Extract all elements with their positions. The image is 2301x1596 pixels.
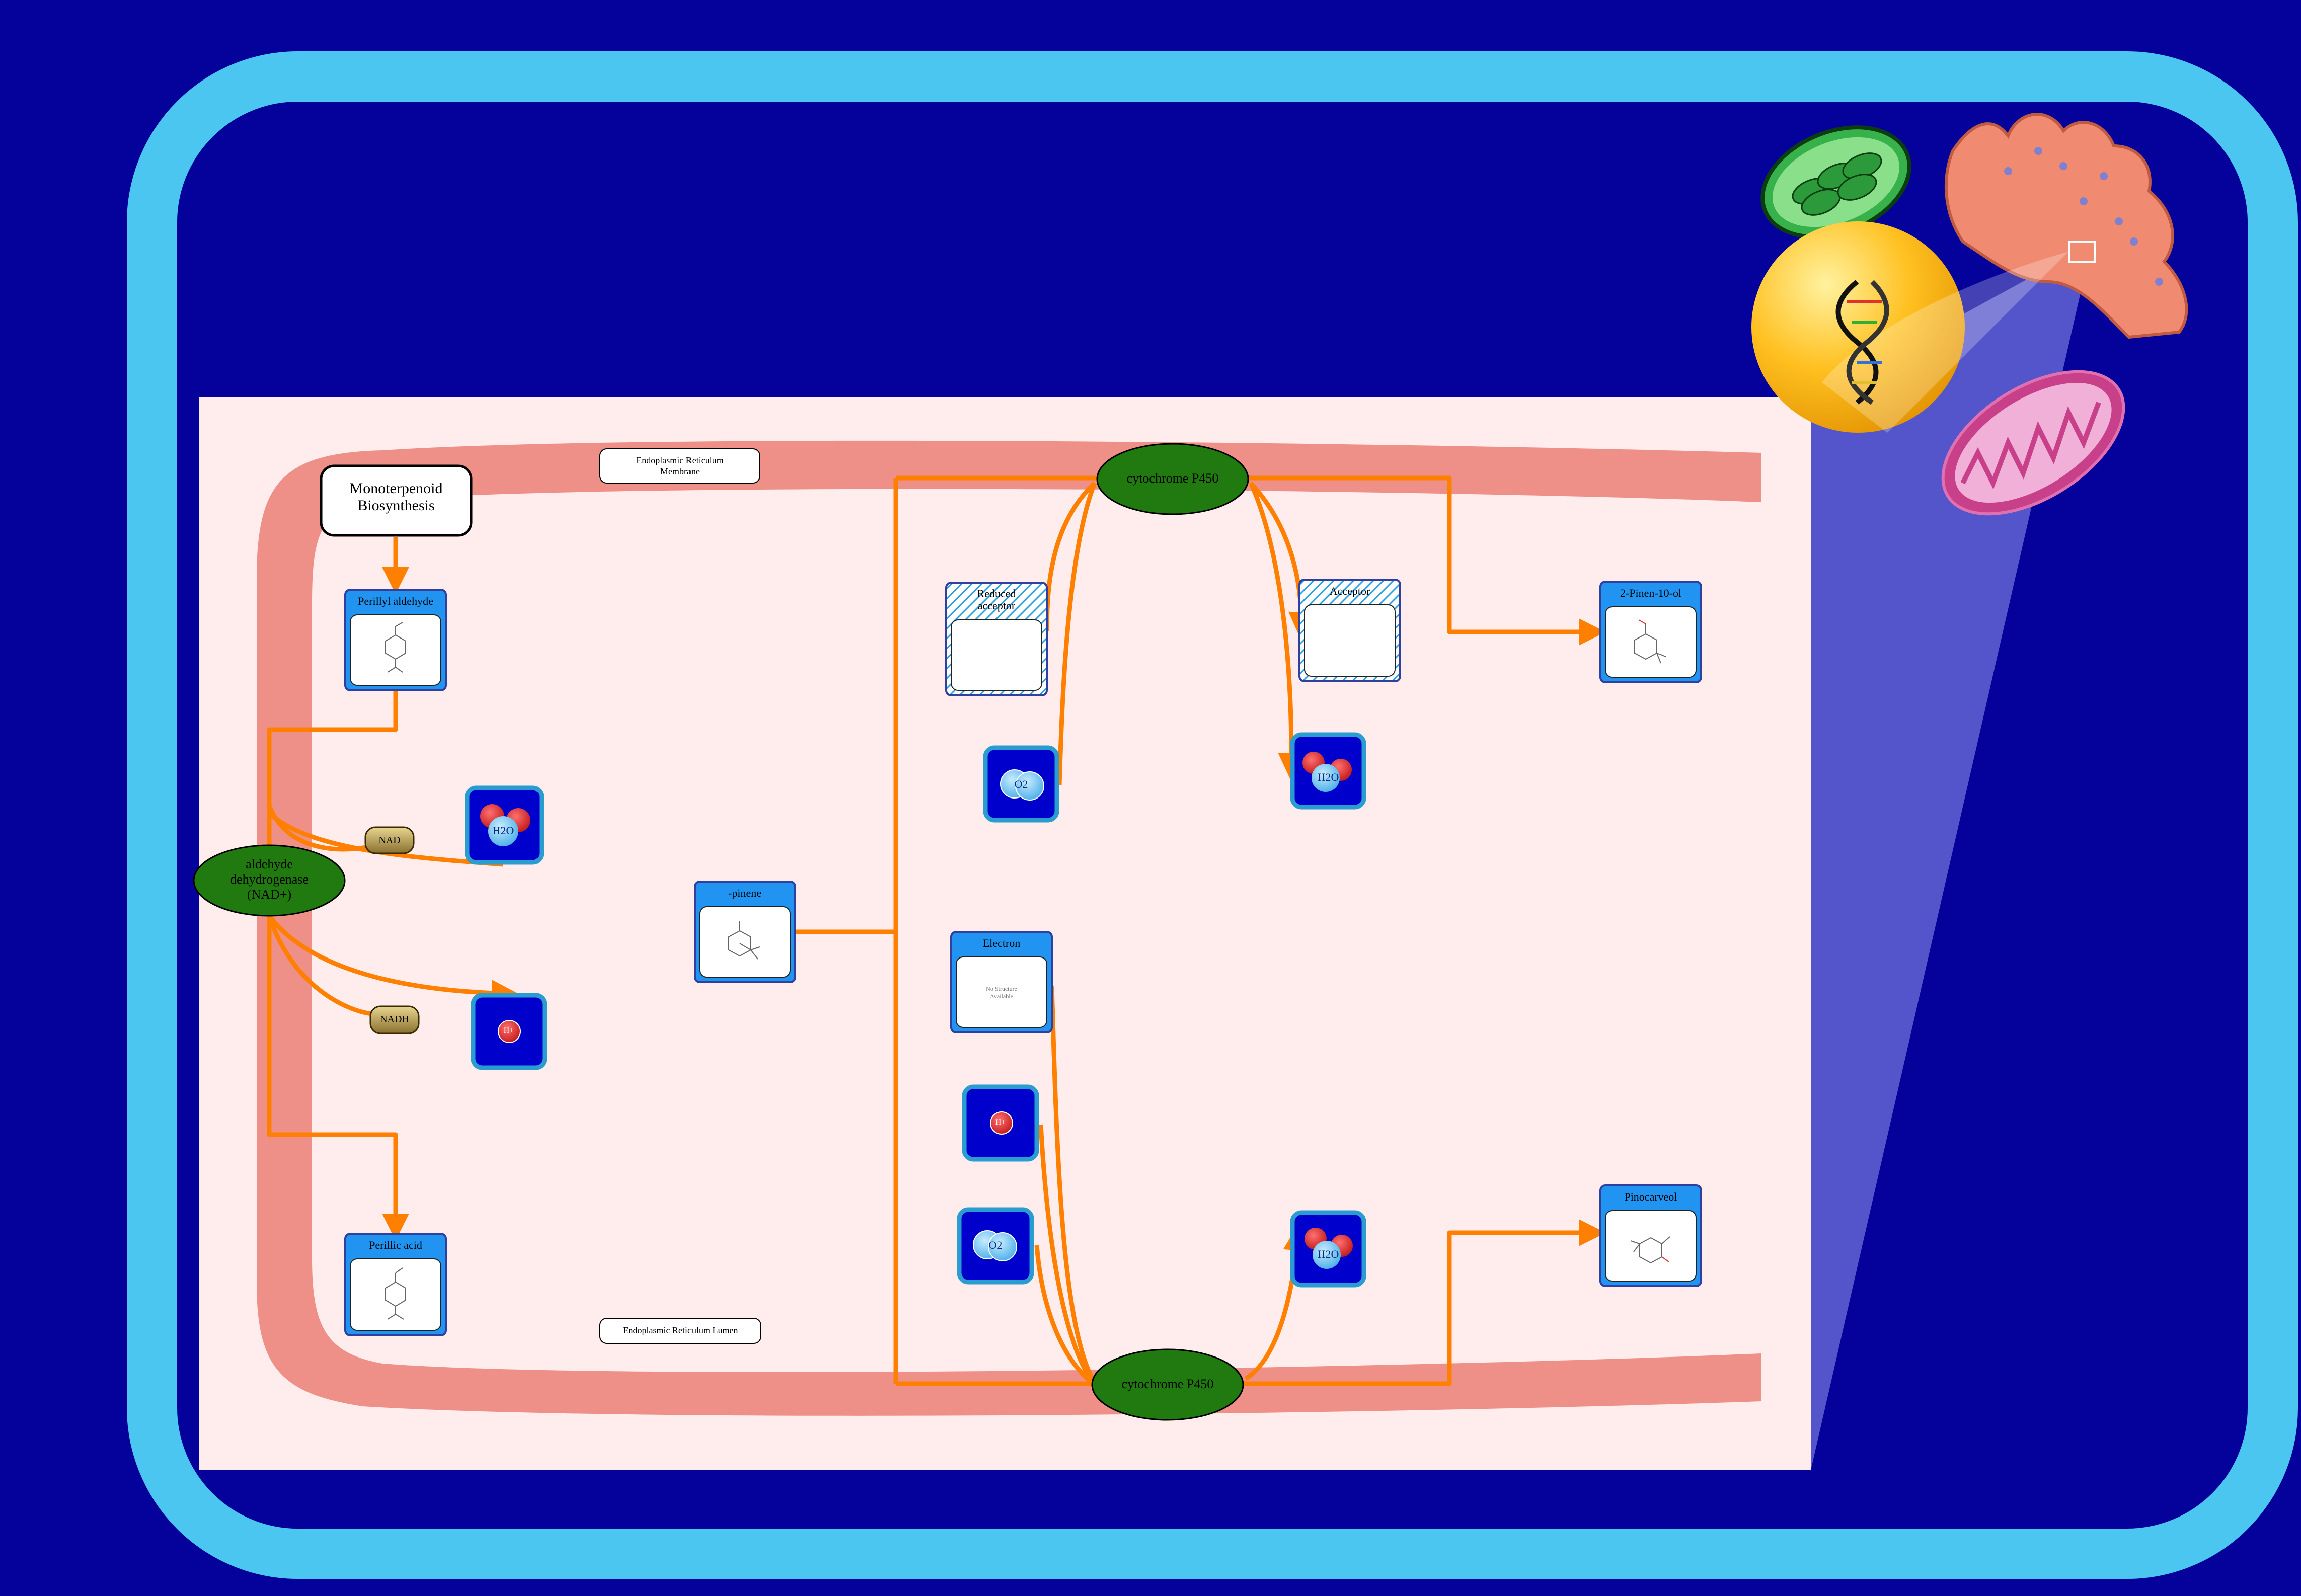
compound-perillyl-aldehyde-label: Perillyl aldehyde — [358, 595, 433, 607]
edge-to-pinocarveol — [1243, 1219, 1606, 1386]
proton-bottom-label: H+ — [995, 1118, 1006, 1127]
compound-perillic-acid-label: Perillic acid — [369, 1239, 422, 1251]
edge-o2-bottom — [1034, 1245, 1094, 1385]
edge-aldh-main — [267, 690, 409, 1241]
compound-pinene-label: -pinene — [728, 887, 761, 899]
small-molecule-water-left[interactable] — [465, 785, 544, 865]
chloroplast-icon — [1760, 125, 1911, 239]
water-left-label: H2O — [492, 824, 514, 837]
lumen-label: Endoplasmic Reticulum Lumen — [623, 1325, 738, 1335]
small-molecule-proton-bottom[interactable] — [962, 1084, 1039, 1162]
enzyme-cytochrome-p450-top[interactable] — [1096, 443, 1249, 515]
compound-perillic-acid[interactable] — [344, 1233, 447, 1336]
compound-acceptor-label: Acceptor — [1329, 585, 1370, 597]
small-molecule-water-bottom[interactable] — [1290, 1210, 1366, 1288]
dna-icon — [1835, 280, 1889, 405]
electron-structure-placeholder: No Structure Available — [986, 985, 1017, 1000]
edge-o2-top — [1057, 482, 1097, 785]
oxygen-bottom-label: O2 — [988, 1239, 1003, 1251]
small-molecule-oxygen-bottom[interactable] — [957, 1207, 1034, 1285]
edge-to-pinenol — [1248, 475, 1606, 646]
edge-electron — [1049, 986, 1095, 1380]
compound-electron-label: Electron — [982, 937, 1021, 949]
cofactor-nadh[interactable] — [369, 1005, 420, 1034]
nucleus-icon — [1751, 221, 2068, 433]
membrane-label: Endoplasmic Reticulum Membrane — [636, 455, 724, 476]
enzyme-aldh-label: aldehyde dehydrogenase (NAD+) — [230, 857, 309, 902]
cofactor-nad-label: NAD — [378, 835, 401, 846]
compound-reduced-acceptor-label: Reduced acceptor — [977, 587, 1016, 612]
compound-pinocarveol-label: Pinocarveol — [1624, 1190, 1677, 1203]
enzyme-p450-bottom-label: cytochrome P450 — [1121, 1377, 1214, 1391]
endoplasmic-reticulum-icon — [1944, 113, 2188, 339]
edge-proton-bottom — [1038, 1124, 1094, 1383]
membrane-label-box — [599, 448, 760, 484]
oxygen-top-label: O2 — [1014, 778, 1028, 790]
mitochondrion-icon — [1941, 370, 2125, 516]
compound-2-pinen-10-ol[interactable] — [1599, 581, 1702, 683]
water-bottom-label: H2O — [1317, 1248, 1339, 1260]
enzyme-aldehyde-dehydrogenase[interactable] — [193, 844, 346, 917]
lumen-label-box — [599, 1318, 761, 1344]
compound-pinene[interactable] — [694, 881, 796, 983]
compound-pinocarveol[interactable] — [1599, 1184, 1702, 1287]
cofactor-nad[interactable] — [364, 826, 415, 854]
enzyme-cytochrome-p450-bottom[interactable] — [1091, 1348, 1244, 1421]
compound-electron[interactable] — [950, 931, 1053, 1033]
small-molecule-oxygen-top[interactable] — [983, 745, 1059, 823]
pathway-title-box — [320, 464, 473, 537]
cell-frame — [127, 51, 2298, 1579]
compound-perillyl-aldehyde[interactable] — [344, 589, 447, 691]
enzyme-p450-top-label: cytochrome P450 — [1126, 471, 1219, 486]
proton-left-label: H+ — [503, 1026, 514, 1035]
zoom-beam — [1811, 251, 2089, 1470]
water-top-label: H2O — [1317, 771, 1339, 783]
compound-reduced-acceptor[interactable] — [945, 582, 1048, 696]
edge-nadh — [267, 915, 373, 1016]
small-molecule-proton-left[interactable] — [471, 993, 547, 1070]
small-molecule-water-top[interactable] — [1290, 732, 1366, 810]
edge-proton-out — [267, 914, 519, 1007]
edge-water-top — [1248, 482, 1306, 780]
compound-2-pinen-10-ol-label: 2-Pinen-10-ol — [1620, 587, 1682, 599]
cofactor-nadh-label: NADH — [380, 1014, 409, 1025]
compound-acceptor[interactable] — [1298, 579, 1401, 682]
pathway-title: Monoterpenoid Biosynthesis — [349, 480, 443, 514]
